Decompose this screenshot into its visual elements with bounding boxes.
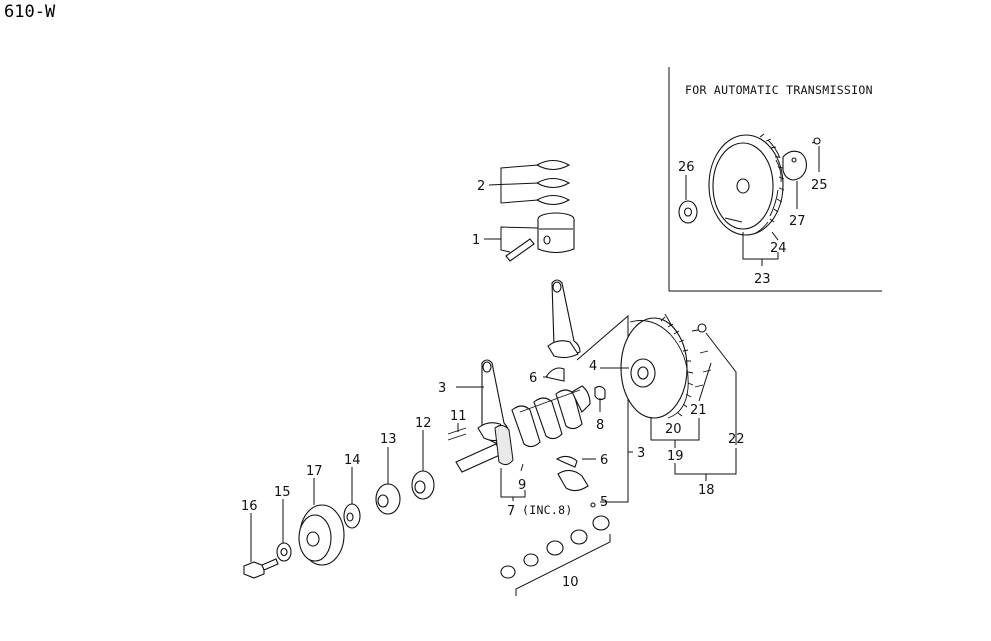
callout-14: 14 xyxy=(344,453,361,468)
callout-26: 26 xyxy=(678,160,695,175)
drive-plate-part xyxy=(708,133,785,236)
washer-part-26 xyxy=(678,200,698,224)
callout-25: 25 xyxy=(811,178,828,193)
callout-13: 13 xyxy=(380,432,397,447)
bolt-part-25 xyxy=(811,137,821,145)
piston-part-1 xyxy=(505,212,575,262)
callout-4: 4 xyxy=(589,359,597,374)
callout-2: 2 xyxy=(477,179,485,194)
callout-10: 10 xyxy=(562,575,579,590)
key-part-9 xyxy=(520,463,524,472)
callout-19: 19 xyxy=(667,449,684,464)
bolt-part-22 xyxy=(691,323,707,333)
callout-24: 24 xyxy=(770,241,787,256)
callout-27: 27 xyxy=(789,214,806,229)
spacer-part-14 xyxy=(343,503,361,529)
callout-6-upper: 6 xyxy=(529,371,537,386)
diagram-code: 610-W xyxy=(4,2,56,22)
callout-18: 18 xyxy=(698,483,715,498)
bearing-part-8 xyxy=(594,385,606,401)
callout-23: 23 xyxy=(754,272,771,287)
callout-16: 16 xyxy=(241,499,258,514)
callout-20: 20 xyxy=(665,422,682,437)
sprocket-part-12 xyxy=(411,470,435,500)
callout-1: 1 xyxy=(472,233,480,248)
main-bearings-part-10 xyxy=(500,515,610,579)
inset-frame xyxy=(668,67,882,292)
pulley-part-17 xyxy=(298,504,345,566)
flywheel-part-4 xyxy=(620,316,694,419)
sensor-plate-part-27 xyxy=(782,150,807,181)
callout-3-upper: 3 xyxy=(438,381,446,396)
callout-11: 11 xyxy=(450,409,467,424)
callout-8: 8 xyxy=(596,418,604,433)
thrust-bearing-part-5 xyxy=(557,469,596,508)
bolt-part-16 xyxy=(243,558,279,579)
callout-22: 22 xyxy=(728,432,745,447)
callout-12: 12 xyxy=(415,416,432,431)
callout-9: 9 xyxy=(518,478,526,493)
inc-note: (INC.8) xyxy=(522,503,573,517)
callout-21: 21 xyxy=(690,403,707,418)
callout-6-lower: 6 xyxy=(600,453,608,468)
crankshaft-part xyxy=(455,385,591,473)
connecting-rod-part-upper xyxy=(547,279,581,359)
inset-title: FOR AUTOMATIC TRANSMISSION xyxy=(685,83,873,97)
key-part-11 xyxy=(447,427,467,441)
callout-7: 7 xyxy=(507,504,515,519)
piston-rings-part-2 xyxy=(535,159,571,206)
callout-15: 15 xyxy=(274,485,291,500)
bearing-shell-part-6-upper xyxy=(545,367,565,382)
washer-part-15 xyxy=(276,542,292,562)
gear-part-13 xyxy=(375,483,401,515)
inset-automatic-transmission: FOR AUTOMATIC TRANSMISSION xyxy=(668,67,882,292)
dowel-pin-part-21 xyxy=(664,313,712,388)
callout-17: 17 xyxy=(306,464,323,479)
callout-3-lower: 3 xyxy=(637,446,645,461)
bearing-shell-part-6-lower xyxy=(555,455,578,468)
callout-5: 5 xyxy=(600,495,608,510)
